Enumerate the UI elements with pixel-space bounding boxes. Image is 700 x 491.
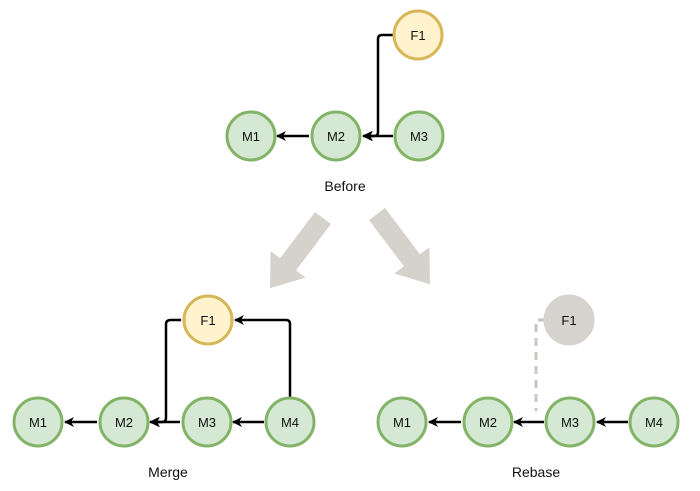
commit-label: F1 xyxy=(200,313,215,328)
rebase-section: F1 M1 M2 M3 M4 Rebase xyxy=(376,294,680,480)
commit-node-m1: M1 xyxy=(225,110,277,162)
commit-label: M2 xyxy=(115,415,133,430)
commit-label: M3 xyxy=(561,415,579,430)
ghost-edge-f1-to-m2 xyxy=(534,318,546,411)
commit-label: M3 xyxy=(410,129,428,144)
commit-node-m1: M1 xyxy=(12,396,64,448)
commit-label: M2 xyxy=(327,129,345,144)
edge-f1-to-m2 xyxy=(150,318,181,427)
rebase-caption: Rebase xyxy=(512,464,560,480)
commit-label: F1 xyxy=(561,313,576,328)
commit-label: M1 xyxy=(29,415,47,430)
commit-node-m3: M3 xyxy=(544,396,596,448)
commit-node-m3: M3 xyxy=(393,110,445,162)
merge-caption: Merge xyxy=(148,464,188,480)
transition-arrow-to-merge xyxy=(270,211,331,289)
commit-label: M1 xyxy=(393,415,411,430)
commit-node-m1: M1 xyxy=(376,396,428,448)
commit-label: M4 xyxy=(281,415,299,430)
commit-node-m2: M2 xyxy=(310,110,362,162)
commit-node-f1: F1 xyxy=(182,294,234,346)
commit-node-m4: M4 xyxy=(264,396,316,448)
commit-label: F1 xyxy=(410,28,425,43)
commit-label: M4 xyxy=(645,415,663,430)
before-caption: Before xyxy=(324,178,365,194)
edge-m4-to-f1 xyxy=(234,315,292,397)
commit-node-m2: M2 xyxy=(98,396,150,448)
merge-section: M1 M2 M3 M4 F1 Merge xyxy=(12,294,316,480)
transition-arrow-to-rebase xyxy=(369,207,430,285)
commit-node-f1-ghost: F1 xyxy=(543,294,595,346)
commit-label: M2 xyxy=(479,415,497,430)
before-section: M1 M2 M3 F1 Before xyxy=(225,9,445,194)
commit-node-m2: M2 xyxy=(462,396,514,448)
commit-label: M1 xyxy=(242,129,260,144)
commit-label: M3 xyxy=(198,415,216,430)
commit-node-m3: M3 xyxy=(181,396,233,448)
edge-f1-to-m2 xyxy=(363,33,393,141)
commit-node-m4: M4 xyxy=(628,396,680,448)
commit-node-f1: F1 xyxy=(392,9,444,61)
